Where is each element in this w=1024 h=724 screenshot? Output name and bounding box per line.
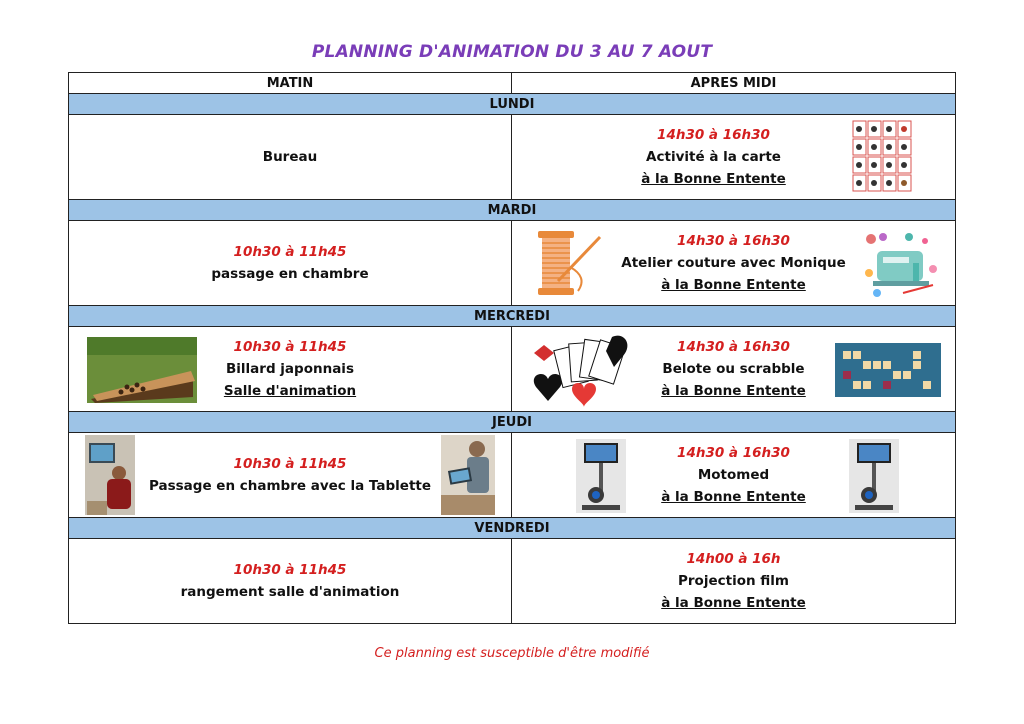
time-label: 10h30 à 11h45 bbox=[233, 244, 347, 260]
morning-slot: 10h30 à 11h45 rangement salle d'animatio… bbox=[68, 538, 512, 624]
thread-spool-needle-image bbox=[538, 231, 602, 295]
time-label: 10h30 à 11h45 bbox=[233, 562, 347, 578]
activity-label: Billard japonnais bbox=[226, 361, 354, 377]
location-label: à la Bonne Entente bbox=[661, 277, 806, 293]
activity-label: Passage en chambre avec la Tablette bbox=[148, 478, 432, 494]
day-row-mercredi: 10h30 à 11h45 Billard japonnais Salle d'… bbox=[68, 326, 956, 412]
activity-label: Activité à la carte bbox=[646, 149, 781, 165]
activity-label: passage en chambre bbox=[211, 266, 369, 282]
morning-slot: 10h30 à 11h45 Passage en chambre avec la… bbox=[68, 432, 512, 518]
day-row-jeudi: 10h30 à 11h45 Passage en chambre avec la… bbox=[68, 432, 956, 518]
day-band-jeudi: JEUDI bbox=[68, 411, 956, 433]
header-afternoon: APRES MIDI bbox=[511, 72, 956, 94]
location-label: Salle d'animation bbox=[223, 383, 357, 399]
activity-pictogram-grid-image bbox=[851, 119, 915, 193]
day-row-mardi: 10h30 à 11h45 passage en chambre 14h30 à… bbox=[68, 220, 956, 306]
time-label: 14h30 à 16h30 bbox=[657, 127, 770, 143]
header-row: MATIN APRES MIDI bbox=[68, 72, 956, 94]
footer-note: Ce planning est susceptible d'être modif… bbox=[374, 646, 650, 661]
page-title: PLANNING D'ANIMATION DU 3 AU 7 AOUT bbox=[311, 42, 713, 62]
playing-cards-image bbox=[533, 335, 628, 407]
sewing-machine-image bbox=[865, 233, 937, 297]
time-label: 14h30 à 16h30 bbox=[677, 339, 790, 355]
afternoon-slot: 14h30 à 16h30 Motomed à la Bonne Entente bbox=[511, 432, 956, 518]
activity-label: rangement salle d'animation bbox=[180, 584, 400, 600]
time-label: 14h30 à 16h30 bbox=[677, 445, 790, 461]
day-row-vendredi: 10h30 à 11h45 rangement salle d'animatio… bbox=[68, 538, 956, 624]
schedule-table: MATIN APRES MIDI LUNDI Bureau 14h30 à 16… bbox=[68, 72, 956, 624]
day-row-lundi: Bureau 14h30 à 16h30 Activité à la carte… bbox=[68, 114, 956, 200]
morning-slot: Bureau bbox=[68, 114, 512, 200]
morning-slot: 10h30 à 11h45 Billard japonnais Salle d'… bbox=[68, 326, 512, 412]
time-label: 14h00 à 16h bbox=[686, 551, 781, 567]
time-label: 14h30 à 16h30 bbox=[677, 233, 790, 249]
tablet-user-photo-right bbox=[441, 435, 495, 515]
motomed-device-image-right bbox=[849, 439, 899, 513]
time-label: 10h30 à 11h45 bbox=[233, 456, 347, 472]
afternoon-slot: 14h30 à 16h30 Belote ou scrabble à la Bo… bbox=[511, 326, 956, 412]
location-label: à la Bonne Entente bbox=[661, 595, 806, 611]
motomed-device-image-left bbox=[576, 439, 626, 513]
activity-label: Projection film bbox=[678, 573, 789, 589]
afternoon-slot: 14h30 à 16h30 Atelier couture avec Moniq… bbox=[511, 220, 956, 306]
day-band-mardi: MARDI bbox=[68, 199, 956, 221]
afternoon-slot: 14h00 à 16h Projection film à la Bonne E… bbox=[511, 538, 956, 624]
header-morning: MATIN bbox=[68, 72, 512, 94]
location-label: à la Bonne Entente bbox=[661, 383, 806, 399]
day-band-lundi: LUNDI bbox=[68, 93, 956, 115]
afternoon-slot: 14h30 à 16h30 Activité à la carte à la B… bbox=[511, 114, 956, 200]
day-band-mercredi: MERCREDI bbox=[68, 305, 956, 327]
morning-slot: 10h30 à 11h45 passage en chambre bbox=[68, 220, 512, 306]
activity-label: Atelier couture avec Monique bbox=[621, 255, 846, 271]
tablet-user-photo-left bbox=[85, 435, 135, 515]
activity-label: Belote ou scrabble bbox=[662, 361, 805, 377]
scrabble-board-image bbox=[835, 343, 941, 397]
time-label: 10h30 à 11h45 bbox=[233, 339, 347, 355]
activity-label: Bureau bbox=[262, 149, 318, 165]
location-label: à la Bonne Entente bbox=[661, 489, 806, 505]
japanese-billiard-image bbox=[87, 337, 197, 403]
activity-label: Motomed bbox=[697, 467, 770, 483]
day-band-vendredi: VENDREDI bbox=[68, 517, 956, 539]
location-label: à la Bonne Entente bbox=[641, 171, 786, 187]
